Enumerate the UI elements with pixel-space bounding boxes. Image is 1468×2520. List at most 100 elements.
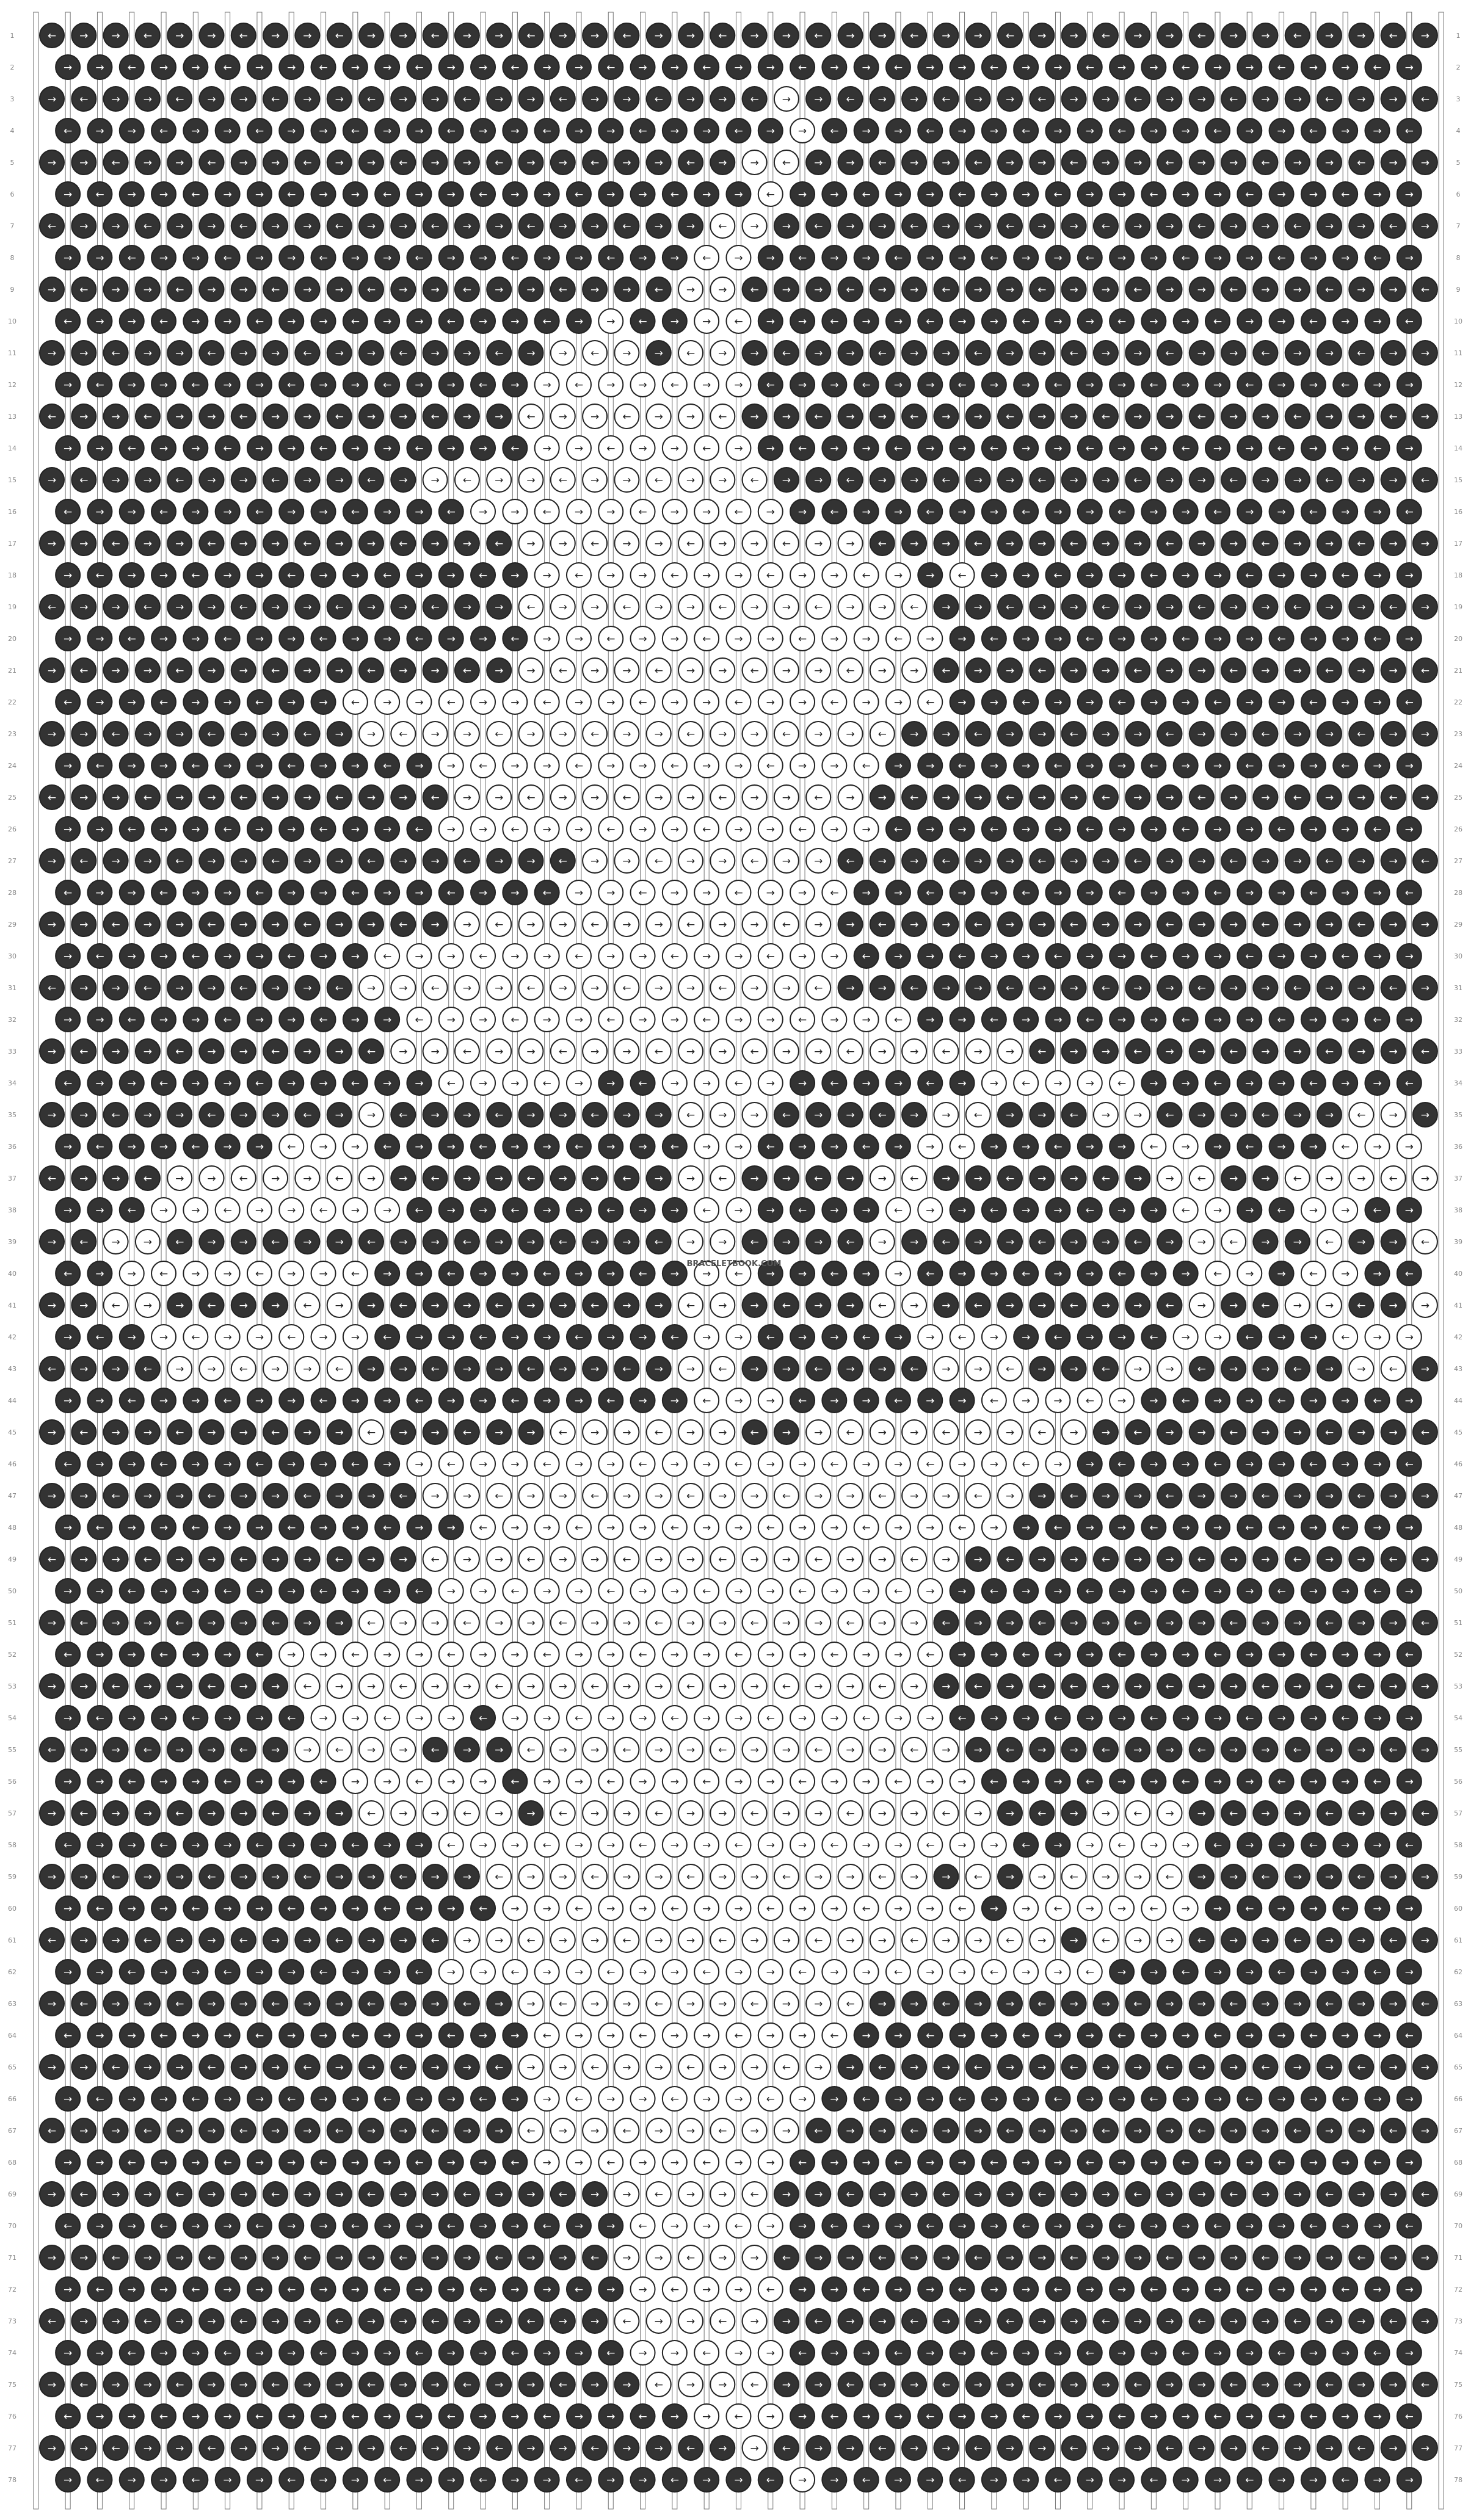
arrow-icon: → <box>1293 1109 1302 1121</box>
knot-dark: → <box>1317 1673 1342 1699</box>
arrow-icon: ← <box>399 919 407 931</box>
knot-dark: ← <box>167 1038 193 1064</box>
arrow-icon: → <box>239 284 248 296</box>
arrow-icon: → <box>495 1744 503 1756</box>
knot-dark: ← <box>1061 911 1087 937</box>
arrow-icon: ← <box>239 1363 248 1375</box>
knot-light: ← <box>1380 1356 1406 1381</box>
knot-light: ← <box>614 404 640 429</box>
knot-dark: → <box>853 435 879 461</box>
knot-dark: → <box>103 213 129 239</box>
knot-dark: → <box>933 784 959 810</box>
knot-light: ← <box>598 1007 624 1032</box>
arrow-icon: → <box>957 125 966 137</box>
arrow-icon: ← <box>655 1808 663 1820</box>
arrow-icon: → <box>1325 1173 1334 1185</box>
knot-dark: ← <box>167 467 193 493</box>
arrow-icon: → <box>846 411 854 423</box>
knot-dark: ← <box>805 213 832 239</box>
knot-light: ← <box>550 1610 576 1635</box>
knot-dark: → <box>406 499 432 524</box>
arrow-icon: → <box>655 411 663 423</box>
knot-dark: → <box>1092 86 1119 112</box>
knot-dark: → <box>1221 1737 1247 1762</box>
knot-dark: → <box>869 213 895 239</box>
arrow-icon: → <box>303 1046 311 1058</box>
knot-light: ← <box>805 975 832 1001</box>
knot-light: → <box>694 753 720 778</box>
knot-dark: ← <box>1045 372 1071 397</box>
arrow-icon: ← <box>79 1617 88 1629</box>
knot-dark: ← <box>1380 975 1406 1001</box>
arrow-icon: → <box>111 30 120 42</box>
knot-dark: ← <box>1013 689 1039 715</box>
arrow-icon: ← <box>1133 665 1142 677</box>
knot-dark: → <box>805 467 832 493</box>
arrow-icon: → <box>622 1300 631 1312</box>
arrow-icon: → <box>1069 1363 1078 1375</box>
knot-dark: → <box>1172 753 1199 778</box>
arrow-icon: → <box>782 474 791 487</box>
arrow-icon: ← <box>878 538 887 550</box>
knot-light: → <box>773 657 799 683</box>
arrow-icon: → <box>351 824 360 836</box>
knot-dark: ← <box>326 404 352 429</box>
knot-light: → <box>805 1038 832 1064</box>
arrow-icon: → <box>1213 1522 1222 1534</box>
arrow-icon: ← <box>1357 919 1365 931</box>
arrow-icon: → <box>750 538 758 550</box>
knot-light: ← <box>565 1705 592 1731</box>
arrow-icon: → <box>990 379 998 391</box>
knot-dark: → <box>263 1483 289 1508</box>
arrow-icon: → <box>926 1331 934 1344</box>
arrow-icon: ← <box>1277 1395 1285 1407</box>
arrow-icon: → <box>942 347 950 360</box>
arrow-icon: ← <box>1293 30 1302 42</box>
knot-dark: ← <box>1332 181 1359 207</box>
knot-dark: ← <box>1029 657 1055 683</box>
arrow-icon: ← <box>1165 157 1174 169</box>
knot-dark: → <box>39 1673 65 1699</box>
knot-light: ← <box>582 911 608 937</box>
arrow-icon: ← <box>1309 697 1318 709</box>
arrow-icon: → <box>271 1109 280 1121</box>
arrow-icon: → <box>287 443 296 455</box>
arrow-icon: → <box>766 824 775 836</box>
knot-dark: ← <box>1172 54 1199 80</box>
knot-light: ← <box>837 1419 863 1445</box>
knot-dark: ← <box>183 753 209 778</box>
knot-light: → <box>630 816 656 842</box>
knot-dark: ← <box>263 1610 289 1635</box>
knot-dark: → <box>757 435 783 461</box>
knot-dark: → <box>885 1134 911 1159</box>
arrow-icon: → <box>1389 93 1397 106</box>
knot-dark: ← <box>933 657 959 683</box>
knot-dark: ← <box>358 467 384 493</box>
arrow-icon: ← <box>1245 760 1254 772</box>
knot-light: → <box>598 1451 624 1477</box>
arrow-icon: ← <box>606 252 615 264</box>
knot-dark: → <box>1284 721 1310 747</box>
arrow-icon: → <box>175 982 184 994</box>
knot-dark: → <box>438 181 464 207</box>
arrow-icon: → <box>1133 728 1142 740</box>
knot-dark: ← <box>55 1642 81 1667</box>
arrow-icon: → <box>447 570 456 582</box>
arrow-icon: → <box>830 1522 838 1534</box>
arrow-icon: ← <box>271 855 280 867</box>
arrow-icon: → <box>575 697 583 709</box>
knot-light: ← <box>645 1800 672 1826</box>
knot-light: → <box>805 530 832 556</box>
knot-light: → <box>885 1261 911 1286</box>
knot-dark: → <box>1061 1356 1087 1381</box>
knot-light: → <box>342 1769 368 1794</box>
knot-dark: ← <box>374 372 401 397</box>
knot-dark: → <box>997 530 1023 556</box>
knot-dark: → <box>1364 1515 1390 1540</box>
arrow-icon: → <box>335 665 344 677</box>
knot-light: → <box>645 784 672 810</box>
arrow-icon: ← <box>622 1173 631 1185</box>
arrow-icon: ← <box>79 1046 88 1058</box>
arrow-icon: ← <box>319 1395 327 1407</box>
knot-light: → <box>997 1038 1023 1064</box>
